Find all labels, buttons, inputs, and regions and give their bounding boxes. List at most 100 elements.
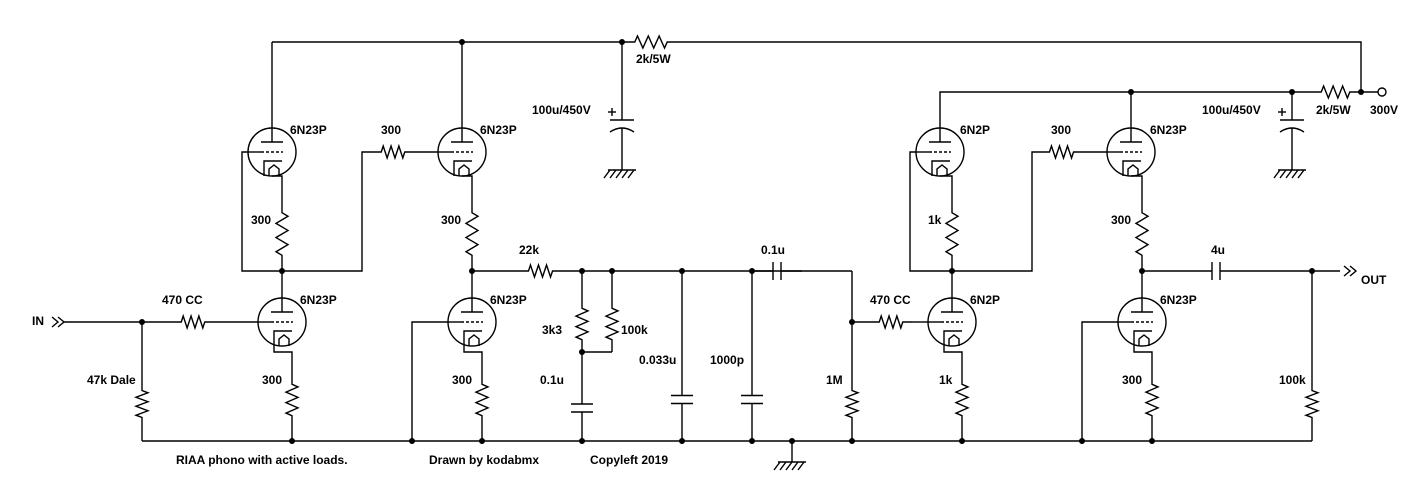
label-out: OUT: [1361, 273, 1387, 287]
label-r-load-4: 300: [1111, 213, 1131, 227]
label-c-1000p: 1000p: [710, 353, 744, 367]
junction-dot: [279, 268, 285, 274]
note-title: RIAA phono with active loads.: [176, 453, 348, 467]
junction-dot: [289, 438, 295, 444]
junction-dot: [849, 438, 855, 444]
junction-dot: [679, 438, 685, 444]
junction-dot: [579, 268, 585, 274]
resistor-470-cc-in: [172, 313, 214, 331]
label-v2-bot: 6N23P: [490, 293, 527, 307]
resistor-100k-riaa: [604, 296, 620, 352]
ground-icon: [773, 461, 806, 471]
label-c-out: 4u: [1211, 243, 1225, 257]
resistor-cathode-4: [1144, 372, 1160, 428]
capacitor-0033u: [671, 358, 693, 441]
wires: [64, 41, 1378, 462]
resistor-load-3: [944, 196, 960, 272]
label-v1-top: 6N23P: [290, 123, 327, 137]
tube-v3-bot: [927, 297, 977, 347]
resistor-470-cc-mid: [870, 313, 912, 331]
junction-dot: [1079, 438, 1085, 444]
capacitor-01u-coupling: [752, 262, 802, 280]
tube-v2-top: [437, 127, 487, 177]
label-r-grid-stop-1: 300: [381, 123, 401, 137]
supply-terminal-icon: [1377, 87, 1387, 97]
resistor-3k3: [574, 296, 590, 352]
junction-dot: [679, 268, 685, 274]
junction-dot: [609, 268, 615, 274]
junction-dot: [849, 319, 855, 325]
ground-icon: [603, 169, 636, 179]
junction-dot: [1309, 268, 1315, 274]
wire: [463, 346, 483, 372]
wire: [939, 91, 1292, 128]
label-v4-top: 6N23P: [1150, 123, 1187, 137]
label-v3-top: 6N2P: [960, 123, 990, 137]
label-r-out: 100k: [1279, 373, 1306, 387]
label-r-load-1: 300: [251, 213, 271, 227]
output-arrow-icon: [1349, 265, 1358, 277]
label-c-0033u: 0.033u: [639, 353, 676, 367]
capacitor-4u: [1190, 262, 1242, 280]
label-r-in-leak: 47k Dale: [87, 373, 136, 387]
label-v4-bot: 6N23P: [1160, 293, 1197, 307]
label-c-supply-b: 100u/450V: [1202, 103, 1261, 117]
wire: [940, 175, 953, 196]
resistor-22k: [519, 262, 562, 280]
junction-dot: [949, 268, 955, 274]
capacitor-1000p: [741, 358, 763, 441]
junction-dot: [749, 268, 755, 274]
tube-v4-top: [1106, 127, 1156, 177]
junction-dot: [579, 438, 585, 444]
wire: [241, 151, 372, 272]
capacitor-100u-450v-b: [1278, 96, 1305, 170]
junction-dot: [1149, 438, 1155, 444]
capacitor-100u-450v-a: [608, 96, 635, 170]
resistor-47k-dale: [133, 380, 151, 428]
resistor-cathode-3: [954, 372, 970, 428]
label-r-grid-stop-2: 300: [1051, 123, 1071, 137]
wire: [273, 346, 293, 372]
label-r-load-2: 300: [441, 213, 461, 227]
junction-dot: [789, 438, 795, 444]
resistor-grid-stop-2: [1040, 143, 1083, 161]
label-c-supply-a: 100u/450V: [532, 103, 591, 117]
label-r-in-grid: 470 CC: [162, 293, 203, 307]
resistor-load-2: [464, 196, 480, 272]
label-r-load-3: 1k: [928, 213, 942, 227]
wire: [909, 151, 1040, 272]
junction-dot: [409, 438, 415, 444]
label-r-cath-3: 1k: [939, 373, 953, 387]
junction-dot: [459, 39, 465, 45]
wire: [272, 175, 283, 196]
label-r-1m: 1M: [826, 373, 843, 387]
resistor-2k-5w-a: [622, 34, 680, 50]
output-arrow-icon: [1343, 265, 1352, 277]
junction-dot: [1358, 89, 1364, 95]
label-v1-bot: 6N23P: [300, 293, 337, 307]
tube-v2-bot: [447, 297, 497, 347]
label-in: IN: [32, 314, 44, 328]
junction-dot: [579, 349, 585, 355]
label-c-coupling: 0.1u: [761, 243, 785, 257]
wire: [680, 41, 1362, 92]
note-license: Copyleft 2019: [590, 453, 668, 467]
junction-dot: [619, 39, 625, 45]
label-r-supply-a: 2k/5W: [636, 52, 671, 66]
label-v3-bot: 6N2P: [970, 293, 1000, 307]
label-v2-top: 6N23P: [480, 123, 517, 137]
label-r-3k3: 3k3: [542, 323, 562, 337]
wire: [1131, 175, 1143, 196]
label-r-100k-riaa: 100k: [621, 323, 648, 337]
tube-v1-top: [247, 127, 297, 177]
resistor-load-1: [274, 196, 290, 272]
wire: [462, 175, 473, 196]
resistor-load-4: [1134, 196, 1150, 272]
tube-v1-bot: [257, 297, 307, 347]
resistor-cathode-2: [474, 372, 490, 428]
label-r-cath-4: 300: [1122, 373, 1142, 387]
wire: [1133, 346, 1153, 372]
input-arrow-icon: [57, 316, 66, 328]
junction-dot: [139, 319, 145, 325]
